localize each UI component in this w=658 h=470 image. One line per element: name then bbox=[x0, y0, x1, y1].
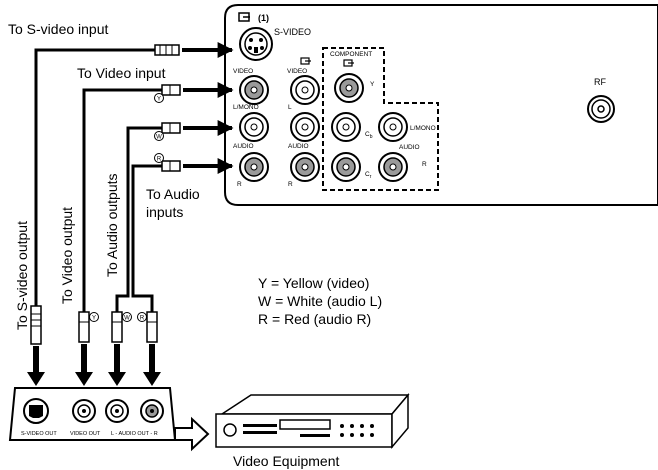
tv-side-plugs bbox=[154, 44, 181, 172]
cables bbox=[34, 48, 162, 312]
comp-y-label: Y bbox=[370, 81, 375, 88]
audio-r-output-jack[interactable] bbox=[140, 399, 164, 423]
comp-cb-label: Cb bbox=[365, 131, 373, 140]
audio-jack-2-label: AUDIO bbox=[288, 143, 309, 150]
input-number-label: (1) bbox=[258, 13, 269, 23]
badge-audio-r-top: R bbox=[157, 157, 162, 163]
badge-video-bottom: Y bbox=[92, 316, 96, 322]
device-name-label: Video Equipment bbox=[233, 453, 339, 469]
component-cr-jack[interactable] bbox=[331, 152, 361, 182]
component-audio-l-jack[interactable] bbox=[378, 112, 408, 142]
badge-audio-l-bottom: W bbox=[124, 316, 130, 322]
label-to-video-input: To Video input bbox=[77, 65, 166, 81]
label-to-audio-inputs-2: inputs bbox=[146, 204, 183, 220]
badge-audio-r-bottom: R bbox=[140, 316, 145, 322]
video-cable bbox=[82, 88, 162, 312]
component-dashed-border bbox=[322, 47, 439, 191]
device-side-plugs: Y W R bbox=[30, 305, 158, 345]
arrow-video-out bbox=[75, 344, 93, 386]
svideo-cable bbox=[34, 48, 155, 306]
audio-l-cable bbox=[115, 126, 162, 312]
label-to-audio-outputs: To Audio outputs bbox=[104, 173, 120, 277]
component-audio-r-jack[interactable] bbox=[378, 152, 408, 182]
l-jack-label: L bbox=[288, 104, 292, 111]
vcr-icon bbox=[215, 392, 410, 450]
comp-cr-label: Cr bbox=[365, 171, 372, 180]
video-jack-1-label: VIDEO bbox=[233, 68, 253, 75]
video-input-jack[interactable] bbox=[239, 75, 269, 105]
audio-l-output-jack[interactable] bbox=[105, 399, 129, 423]
svideo-jack-label: S-VIDEO bbox=[274, 27, 311, 37]
audio-r-input-jack[interactable] bbox=[239, 152, 269, 182]
input-2-icon bbox=[300, 57, 311, 65]
label-to-audio-inputs-1: To Audio bbox=[146, 186, 200, 202]
video-2-jack[interactable] bbox=[290, 75, 320, 105]
tv-back-panel: (1) S-VIDEO VIDEO L/MONO AUDIO bbox=[224, 4, 658, 206]
device-output-panel: S-VIDEO OUT VIDEO OUT L - AUDIO OUT - R bbox=[8, 387, 177, 441]
arrow-svideo-out bbox=[27, 346, 45, 386]
comp-r-label: R bbox=[422, 161, 427, 168]
video-jack-2-label: VIDEO bbox=[287, 68, 307, 75]
component-title: COMPONENT bbox=[330, 51, 372, 58]
arrow-to-equipment bbox=[174, 416, 210, 452]
device-output-arrows bbox=[27, 344, 161, 386]
tv-plug-badges: Y W R bbox=[154, 93, 164, 163]
r-jack-2-label: R bbox=[288, 181, 293, 188]
badge-audio-l-top: W bbox=[156, 135, 162, 141]
comp-audio-label: AUDIO bbox=[399, 144, 420, 151]
audio-out-label: L - AUDIO OUT - R bbox=[111, 431, 158, 437]
legend-red: R = Red (audio R) bbox=[258, 311, 371, 327]
audio-jack-1-label: AUDIO bbox=[233, 143, 254, 150]
badge-video-top: Y bbox=[157, 97, 161, 103]
color-legend: Y = Yellow (video) W = White (audio L) R… bbox=[258, 275, 382, 327]
tv-input-arrows bbox=[182, 42, 234, 174]
arrow-audio-r-out bbox=[143, 344, 161, 386]
svideo-input-jack[interactable] bbox=[239, 27, 273, 61]
comp-lmono-label: L/MONO bbox=[410, 125, 436, 132]
component-y-jack[interactable] bbox=[334, 73, 364, 103]
svideo-out-label: S-VIDEO OUT bbox=[21, 431, 57, 437]
label-to-svideo-output: To S-video output bbox=[14, 221, 30, 330]
lmono-jack-label: L/MONO bbox=[233, 104, 259, 111]
audio-r-2-jack[interactable] bbox=[290, 152, 320, 182]
audio-l-input-jack[interactable] bbox=[239, 112, 269, 142]
audio-l-2-jack[interactable] bbox=[290, 112, 320, 142]
video-output-jack[interactable] bbox=[72, 399, 96, 423]
audio-r-cable bbox=[131, 164, 162, 312]
legend-white: W = White (audio L) bbox=[258, 293, 382, 309]
rf-antenna-jack[interactable] bbox=[587, 95, 615, 123]
video-out-label: VIDEO OUT bbox=[70, 431, 101, 437]
input-icon bbox=[238, 12, 250, 22]
component-cb-jack[interactable] bbox=[331, 112, 361, 142]
arrow-audio-l-out bbox=[108, 344, 126, 386]
svideo-output-jack[interactable] bbox=[23, 398, 49, 424]
legend-yellow: Y = Yellow (video) bbox=[258, 275, 369, 291]
r-jack-1-label: R bbox=[237, 181, 242, 188]
rf-label: RF bbox=[594, 77, 606, 87]
label-to-video-output: To Video output bbox=[59, 207, 75, 304]
input-3-icon bbox=[343, 59, 354, 67]
label-to-svideo-input: To S-video input bbox=[8, 21, 109, 37]
